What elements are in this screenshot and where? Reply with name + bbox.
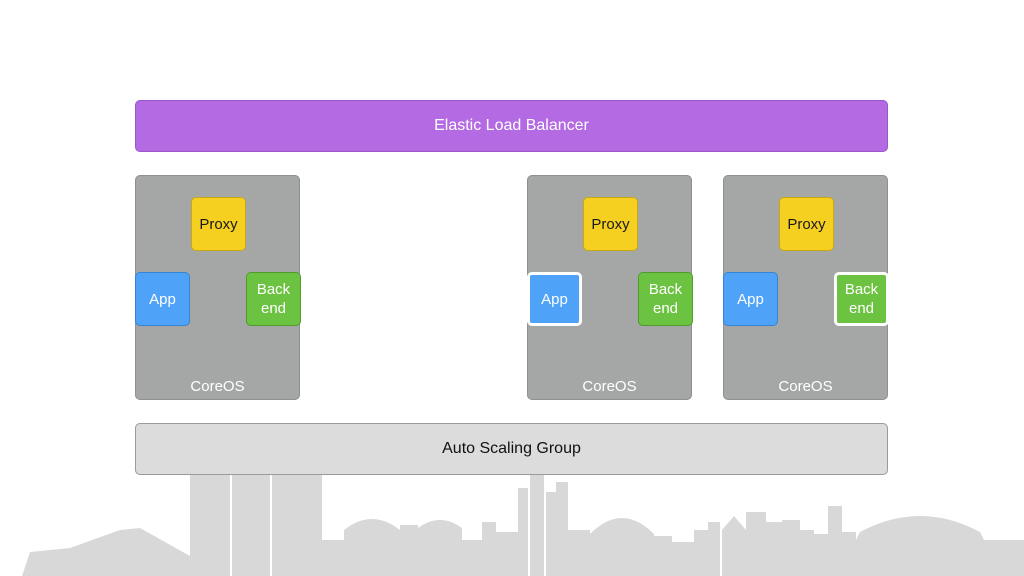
elastic-load-balancer-label: Elastic Load Balancer xyxy=(434,117,589,134)
coreos-label: CoreOS xyxy=(190,378,245,395)
app-box: App xyxy=(723,272,778,326)
app-box-highlighted: App xyxy=(527,272,582,326)
auto-scaling-group: Auto Scaling Group xyxy=(135,423,888,475)
auto-scaling-group-label: Auto Scaling Group xyxy=(442,440,581,457)
coreos-node-3: Proxy App Back end CoreOS xyxy=(723,175,889,400)
backend-box: Back end xyxy=(246,272,301,326)
backend-box: Back end xyxy=(638,272,693,326)
backend-label: Back end xyxy=(256,281,291,317)
backend-box-highlighted: Back end xyxy=(834,272,889,326)
proxy-box: Proxy xyxy=(779,197,834,251)
coreos-node-1: Proxy App Back end CoreOS xyxy=(135,175,301,400)
coreos-label: CoreOS xyxy=(778,378,833,395)
coreos-node-2: Proxy App Back end CoreOS xyxy=(527,175,693,400)
app-box: App xyxy=(135,272,190,326)
backend-label: Back end xyxy=(844,281,879,317)
proxy-box: Proxy xyxy=(583,197,638,251)
coreos-label: CoreOS xyxy=(582,378,637,395)
proxy-box: Proxy xyxy=(191,197,246,251)
backend-label: Back end xyxy=(648,281,683,317)
elastic-load-balancer: Elastic Load Balancer xyxy=(135,100,888,152)
